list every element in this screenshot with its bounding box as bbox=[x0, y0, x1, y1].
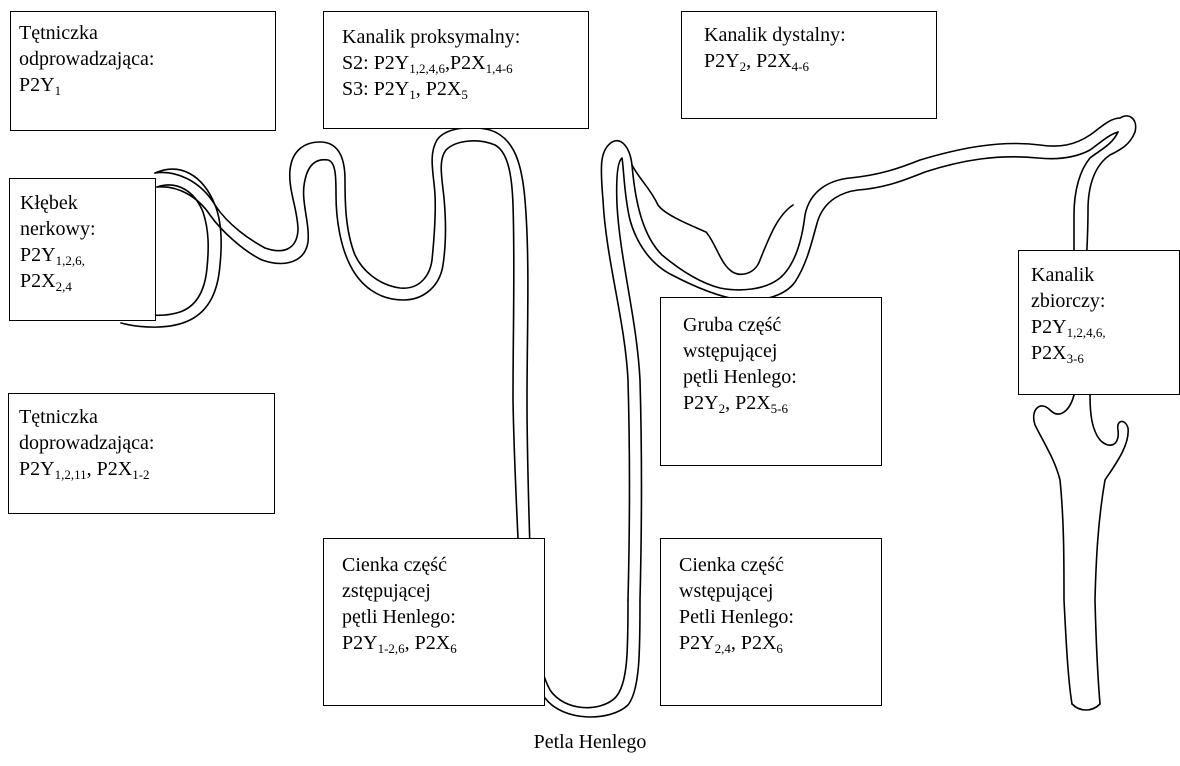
receptor-name: P2Y bbox=[374, 78, 410, 100]
loop-of-henle-caption: Petla Henlego bbox=[0, 729, 1180, 755]
receptor-name: P2Y bbox=[1031, 316, 1067, 338]
collecting-duct-label: Kanalik zbiorczy: P2Y1,2,4,6, P2X3-6 bbox=[1018, 250, 1180, 395]
receptor-subscript: 1,2,4,6 bbox=[409, 61, 445, 76]
tal-title-line1: Gruba część bbox=[683, 312, 881, 338]
collecting-receptors-p2x: P2X3-6 bbox=[1031, 340, 1179, 366]
receptor-subscript: 6 bbox=[450, 641, 457, 656]
proximal-s3-receptors: S3: P2Y1, P2X5 bbox=[342, 76, 588, 102]
thin-asc-title-line2: wstępującej bbox=[679, 578, 881, 604]
receptor-subscript: 1-2,6 bbox=[378, 641, 405, 656]
thin-asc-title-line1: Cienka część bbox=[679, 552, 881, 578]
efferent-title-line1: Tętniczka bbox=[19, 20, 275, 46]
receptor-subscript: 1 bbox=[55, 83, 62, 98]
proximal-tubule-label: Kanalik proksymalny: S2: P2Y1,2,4,6,P2X1… bbox=[323, 11, 589, 129]
receptor-name: P2Y bbox=[374, 52, 410, 74]
receptor-subscript: 1,2,6, bbox=[56, 253, 85, 268]
glomerulus-title-line1: Kłębek bbox=[20, 190, 155, 216]
receptor-name: P2X bbox=[97, 458, 133, 480]
receptor-subscript: 1,2,4,6, bbox=[1067, 325, 1106, 340]
receptor-name: P2Y bbox=[683, 392, 719, 414]
segment-prefix: S3: bbox=[342, 78, 374, 100]
proximal-title: Kanalik proksymalny: bbox=[342, 24, 588, 50]
distal-receptors: P2Y2, P2X4-6 bbox=[704, 48, 936, 74]
receptor-name: P2X bbox=[450, 52, 486, 74]
thin-desc-receptors: P2Y1-2,6, P2X6 bbox=[342, 630, 544, 656]
afferent-title-line2: doprowadzająca: bbox=[19, 430, 274, 456]
thin-asc-title-line3: Petli Henlego: bbox=[679, 604, 881, 630]
receptor-subscript: 5-6 bbox=[771, 401, 788, 416]
glomerulus-title-line2: nerkowy: bbox=[20, 216, 155, 242]
glomerulus-receptors-p2y: P2Y1,2,6, bbox=[20, 242, 155, 268]
receptor-subscript: 3-6 bbox=[1067, 351, 1084, 366]
receptor-name: P2Y bbox=[704, 50, 740, 72]
thin-desc-title-line3: pętli Henlego: bbox=[342, 604, 544, 630]
receptor-subscript: 1-2 bbox=[132, 467, 149, 482]
distal-tubule-label: Kanalik dystalny: P2Y2, P2X4-6 bbox=[681, 11, 937, 119]
receptor-subscript: 6 bbox=[776, 641, 783, 656]
receptor-name: P2Y bbox=[20, 244, 56, 266]
receptor-subscript: 2,4 bbox=[56, 279, 72, 294]
receptor-name: P2Y bbox=[679, 632, 715, 654]
separator: , bbox=[746, 50, 756, 72]
receptor-name: P2X bbox=[20, 270, 56, 292]
receptor-subscript: 1,2,11 bbox=[55, 467, 87, 482]
efferent-arteriole-label: Tętniczka odprowadzająca: P2Y1 bbox=[10, 11, 276, 131]
thin-desc-title-line1: Cienka część bbox=[342, 552, 544, 578]
afferent-title-line1: Tętniczka bbox=[19, 404, 274, 430]
separator: , bbox=[405, 632, 415, 654]
glomerulus-label: Kłębek nerkowy: P2Y1,2,6, P2X2,4 bbox=[9, 178, 156, 321]
thin-ascending-limb-label: Cienka część wstępującej Petli Henlego: … bbox=[660, 538, 882, 706]
receptor-name: P2Y bbox=[19, 74, 55, 96]
receptor-subscript: 2,4 bbox=[715, 641, 731, 656]
collecting-duct-bottom bbox=[1072, 704, 1100, 710]
separator: , bbox=[87, 458, 97, 480]
separator: , bbox=[731, 632, 741, 654]
collecting-duct-lower-outer bbox=[1034, 395, 1074, 704]
receptor-subscript: 5 bbox=[461, 87, 468, 102]
glomerulus-receptors-p2x: P2X2,4 bbox=[20, 268, 155, 294]
separator: , bbox=[416, 78, 426, 100]
receptor-name: P2X bbox=[735, 392, 771, 414]
receptor-name: P2X bbox=[415, 632, 451, 654]
receptor-subscript: 4-6 bbox=[792, 59, 809, 74]
thin-descending-limb-label: Cienka część zstępującej pętli Henlego: … bbox=[323, 538, 545, 706]
efferent-receptors: P2Y1 bbox=[19, 72, 275, 98]
distal-title: Kanalik dystalny: bbox=[704, 22, 936, 48]
collecting-title-line2: zbiorczy: bbox=[1031, 288, 1179, 314]
collecting-receptors-p2y: P2Y1,2,4,6, bbox=[1031, 314, 1179, 340]
thin-asc-receptors: P2Y2,4, P2X6 bbox=[679, 630, 881, 656]
receptor-name: P2X bbox=[756, 50, 792, 72]
receptor-subscript: 1,4-6 bbox=[486, 61, 513, 76]
receptor-name: P2X bbox=[1031, 342, 1067, 364]
thin-desc-title-line2: zstępującej bbox=[342, 578, 544, 604]
efferent-title-line2: odprowadzająca: bbox=[19, 46, 275, 72]
segment-prefix: S2: bbox=[342, 52, 374, 74]
receptor-name: P2X bbox=[741, 632, 777, 654]
afferent-arteriole-label: Tętniczka doprowadzająca: P2Y1,2,11, P2X… bbox=[8, 393, 275, 514]
thick-ascending-limb-label: Gruba część wstępującej pętli Henlego: P… bbox=[660, 297, 882, 466]
proximal-s2-receptors: S2: P2Y1,2,4,6,P2X1,4-6 bbox=[342, 50, 588, 76]
afferent-receptors: P2Y1,2,11, P2X1-2 bbox=[19, 456, 274, 482]
separator: , bbox=[725, 392, 735, 414]
tal-title-line2: wstępującej bbox=[683, 338, 881, 364]
receptor-name: P2Y bbox=[342, 632, 378, 654]
distal-convolution bbox=[632, 165, 793, 274]
collecting-duct-lower-inner bbox=[1090, 395, 1128, 704]
receptor-name: P2X bbox=[426, 78, 462, 100]
tal-title-line3: pętli Henlego: bbox=[683, 364, 881, 390]
collecting-title-line1: Kanalik bbox=[1031, 262, 1179, 288]
tal-receptors: P2Y2, P2X5-6 bbox=[683, 390, 881, 416]
receptor-name: P2Y bbox=[19, 458, 55, 480]
